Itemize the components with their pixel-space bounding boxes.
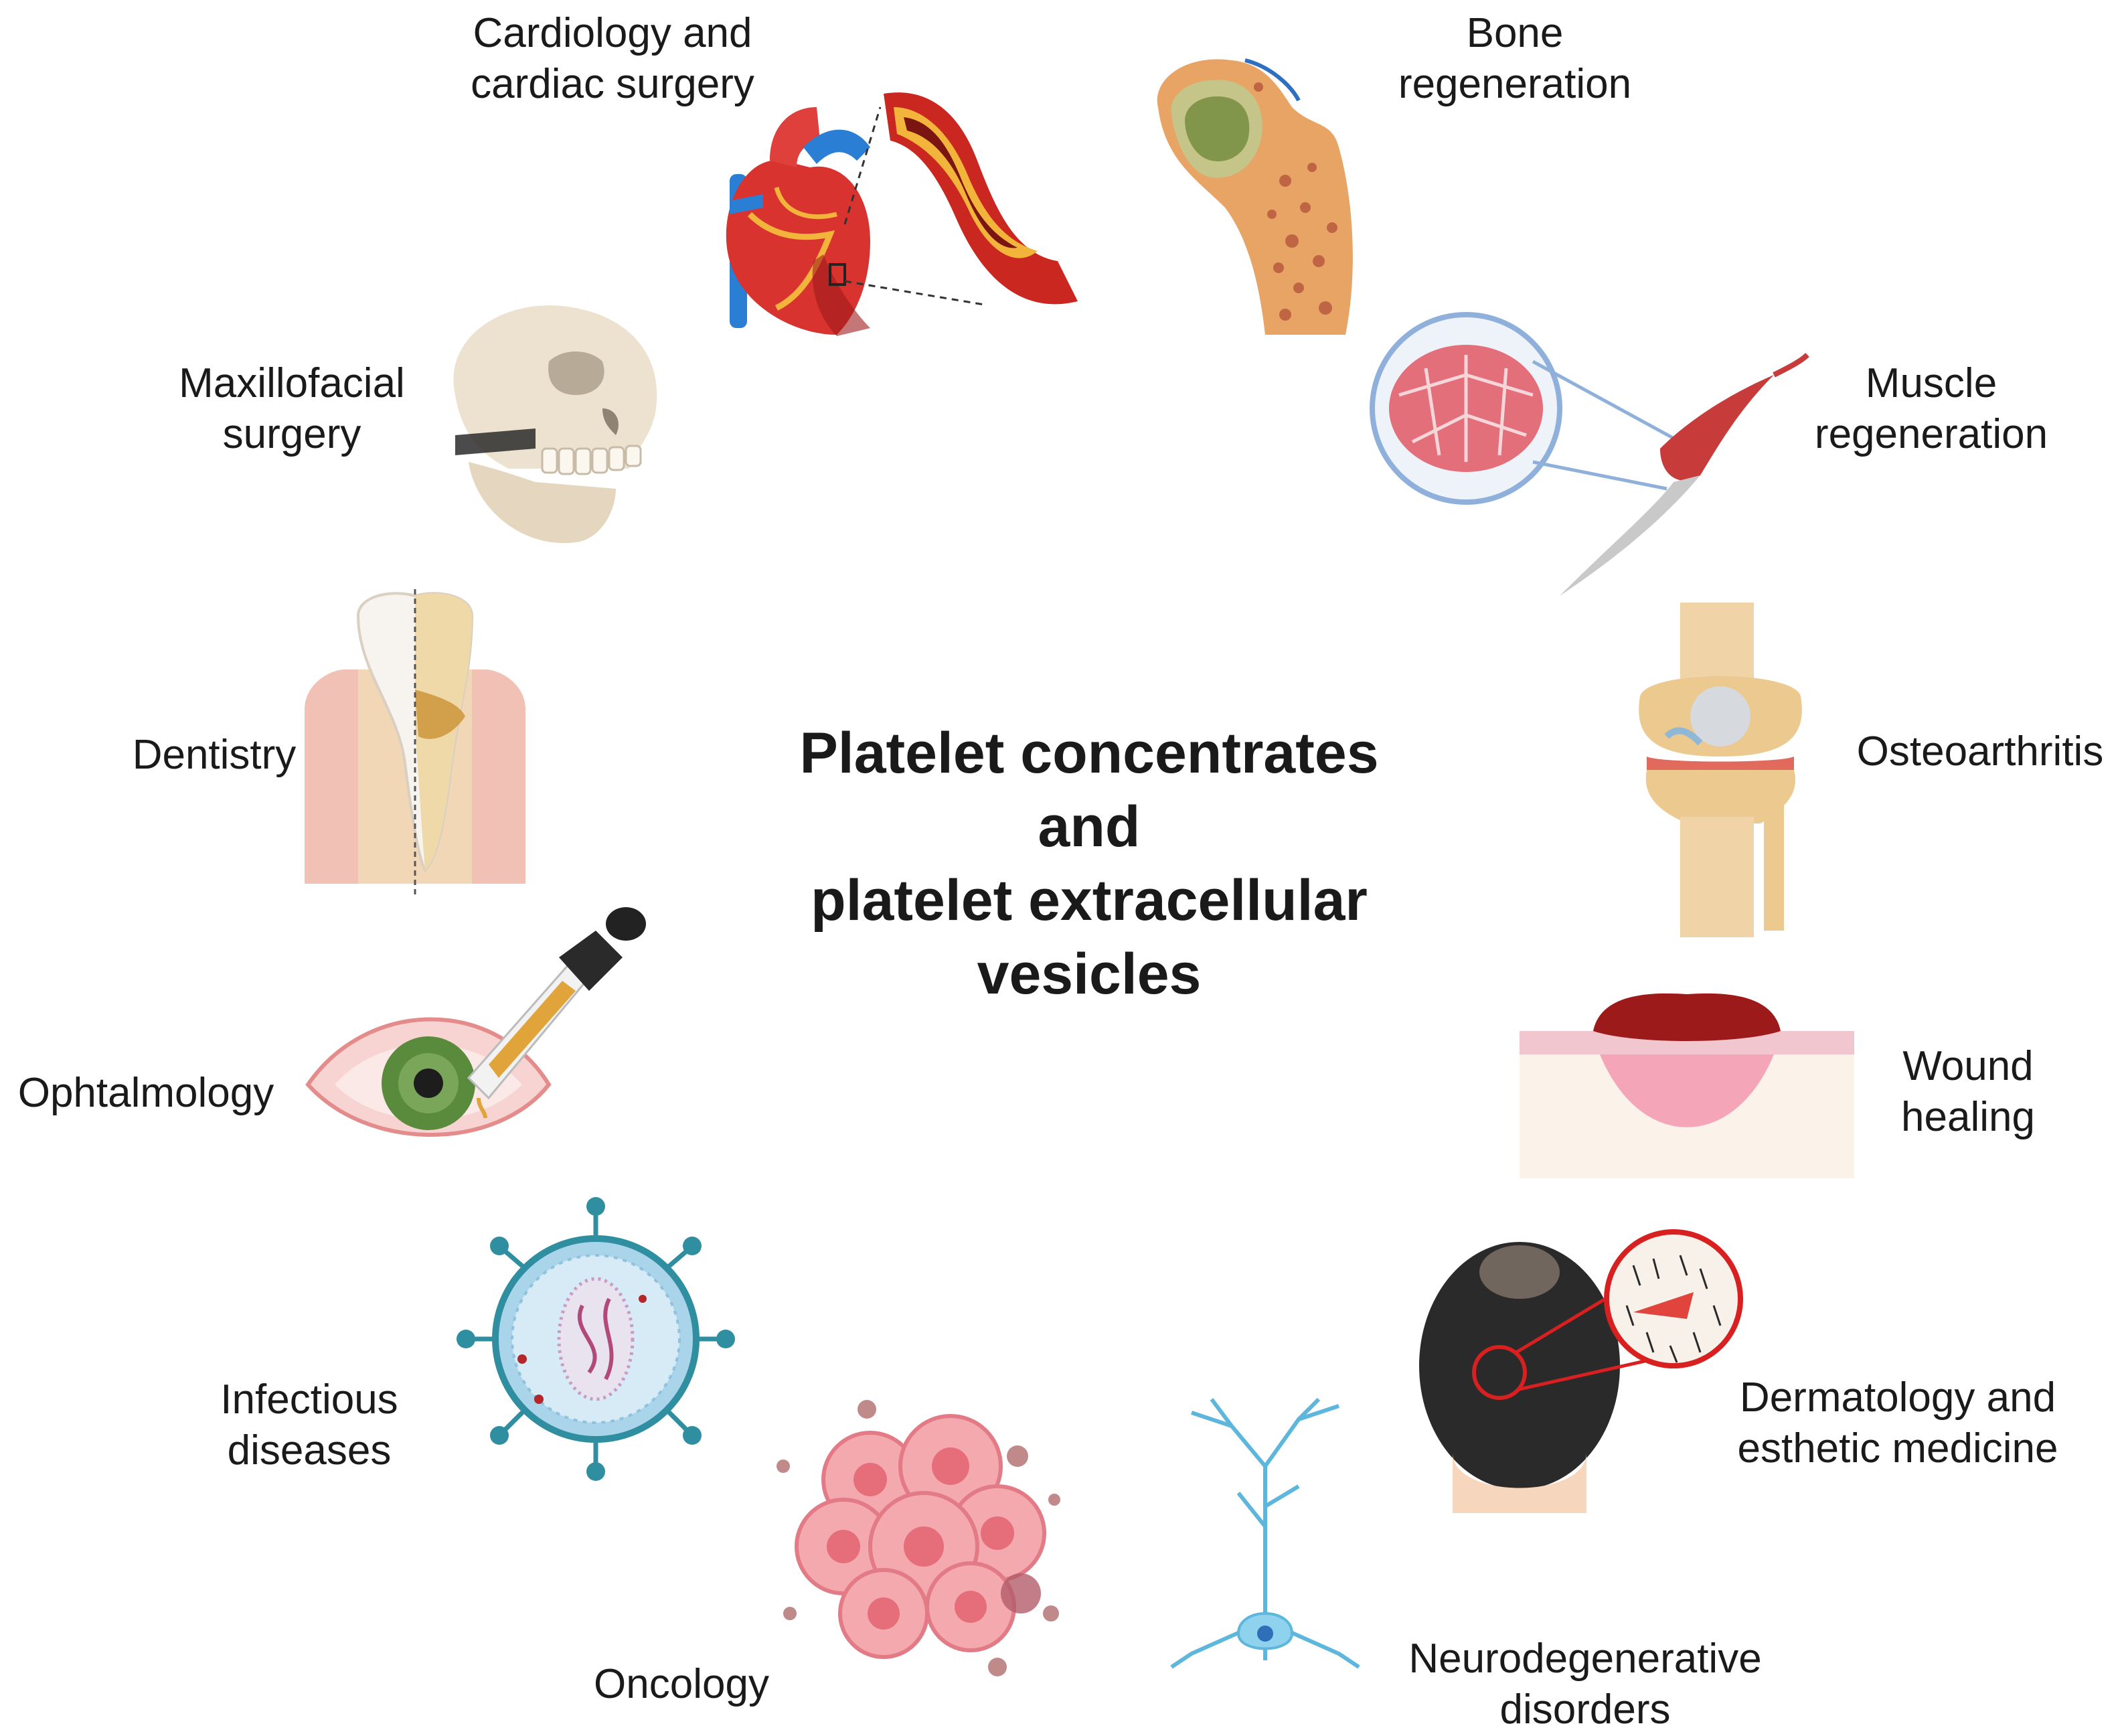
- neuron-icon: [1170, 1397, 1360, 1669]
- tumor-cells-icon: [777, 1400, 1060, 1676]
- center-title-line-4: vesicles: [977, 942, 1202, 1006]
- label-cardiology: Cardiology and cardiac surgery: [471, 8, 754, 110]
- tooth-icon: [305, 589, 525, 897]
- label-bone-line-2: regeneration: [1398, 61, 1632, 107]
- femur-bone-icon: [1157, 58, 1353, 335]
- label-maxillofacial: Maxillofacial surgery: [179, 358, 405, 460]
- label-muscle-line-1: Muscle: [1865, 360, 1997, 406]
- label-neuro-line-2: disorders: [1499, 1686, 1671, 1733]
- label-neuro: Neurodegenerative disorders: [1408, 1634, 1761, 1735]
- heart-artery-icon: [726, 92, 1078, 336]
- label-ophthalmology-line-1: Ophtalmology: [17, 1070, 274, 1116]
- center-title-line-2: and: [1038, 795, 1141, 859]
- knee-joint-icon: [1639, 603, 1802, 937]
- label-oncology: Oncology: [594, 1659, 769, 1710]
- label-maxillofacial-line-2: surgery: [222, 411, 361, 457]
- label-neuro-line-1: Neurodegenerative: [1408, 1636, 1762, 1682]
- virus-icon: [457, 1197, 735, 1481]
- label-wound-line-2: healing: [1901, 1094, 2035, 1140]
- label-muscle: Muscle regeneration: [1815, 358, 2048, 460]
- eye-dropper-icon: [305, 907, 646, 1137]
- label-infectious-line-1: Infectious: [220, 1376, 398, 1423]
- label-cardiology-line-2: cardiac surgery: [471, 61, 754, 107]
- scalp-hair-icon: [1419, 1229, 1743, 1513]
- label-dentistry: Dentistry: [133, 730, 297, 781]
- label-infectious-line-2: diseases: [227, 1427, 392, 1474]
- label-muscle-line-2: regeneration: [1814, 411, 2048, 457]
- label-wound: Wound healing: [1901, 1041, 2035, 1143]
- skin-wound-icon: [1520, 993, 1854, 1178]
- label-wound-line-1: Wound: [1902, 1043, 2034, 1089]
- label-bone: Bone regeneration: [1398, 8, 1631, 110]
- center-title: Platelet concentrates and platelet extra…: [799, 716, 1378, 1011]
- label-osteoarthritis-line-1: Osteoarthritis: [1856, 728, 2104, 775]
- label-dermatology-line-1: Dermatology and: [1739, 1374, 2056, 1421]
- muscle-fiber-icon: [1370, 312, 1809, 596]
- label-oncology-line-1: Oncology: [594, 1661, 769, 1707]
- label-dentistry-line-1: Dentistry: [132, 732, 297, 778]
- center-title-line-1: Platelet concentrates: [799, 721, 1379, 785]
- label-cardiology-line-1: Cardiology and: [473, 10, 752, 56]
- label-infectious: Infectious diseases: [220, 1374, 398, 1476]
- label-osteoarthritis: Osteoarthritis: [1857, 726, 2104, 777]
- label-ophthalmology: Ophtalmology: [18, 1068, 274, 1119]
- label-dermatology-line-2: esthetic medicine: [1737, 1425, 2058, 1472]
- label-dermatology: Dermatology and esthetic medicine: [1737, 1372, 2058, 1474]
- label-maxillofacial-line-1: Maxillofacial: [179, 360, 405, 406]
- label-bone-line-1: Bone: [1466, 10, 1564, 56]
- center-title-line-3: platelet extracellular: [811, 868, 1368, 933]
- skull-icon: [453, 305, 657, 544]
